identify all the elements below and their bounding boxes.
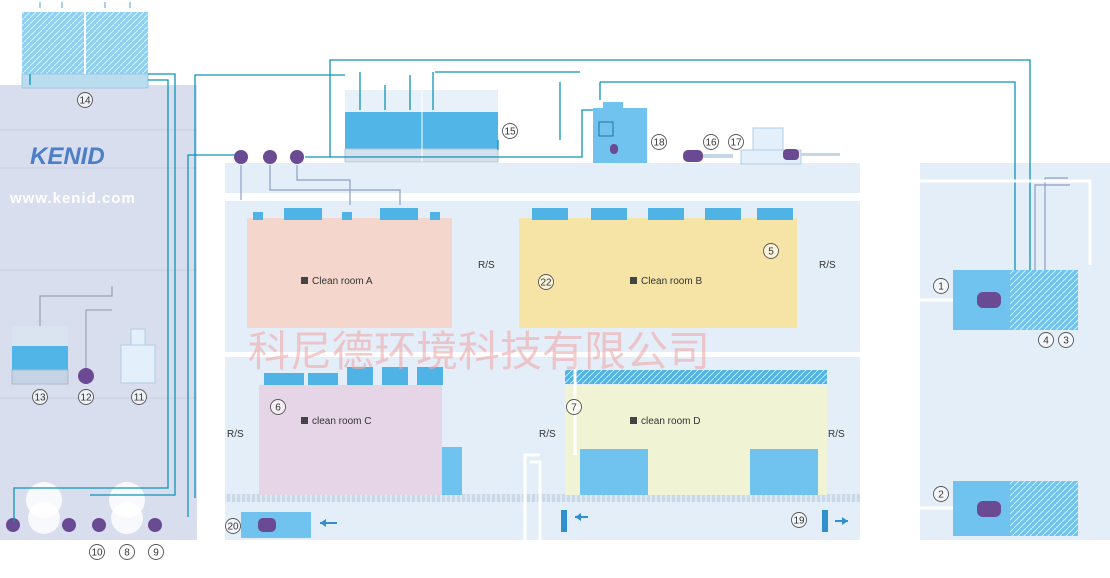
marker-circle-15	[502, 123, 518, 139]
marker-circle-19	[791, 512, 807, 528]
room-c-text: clean room C	[312, 416, 371, 427]
marker-circle-2	[933, 486, 949, 502]
room-c-label: clean room C	[301, 416, 371, 427]
pump-row-top	[234, 150, 304, 164]
marker-circle-13	[32, 389, 48, 405]
ffu-row-d	[565, 370, 827, 384]
marker-label-17: 17	[730, 138, 742, 149]
fan-19	[561, 510, 848, 532]
ahu-2	[953, 481, 1078, 536]
marker-label-19: 19	[793, 516, 805, 527]
room-d-label: clean room D	[630, 416, 700, 427]
marker-label-13: 13	[34, 393, 46, 404]
marker-circle-7	[566, 399, 582, 415]
boiler-group	[6, 482, 162, 534]
marker-label-6: 6	[275, 403, 281, 414]
supply-duct-main	[225, 193, 860, 201]
marker-circle-18	[651, 134, 667, 150]
marker-label-8: 8	[124, 548, 130, 559]
marker-circle-6	[270, 399, 286, 415]
exhaust-unit-20	[241, 512, 337, 538]
piping	[13, 59, 1031, 522]
marker-label-3: 3	[1063, 336, 1069, 347]
room-a-text: Clean room A	[312, 276, 373, 287]
ffu-row-c	[264, 367, 443, 385]
clean-room-c	[259, 385, 442, 495]
pump-12	[78, 309, 112, 384]
marker-label-1: 1	[938, 282, 944, 293]
clean-room-b	[519, 218, 797, 328]
marker-circle-14	[77, 92, 93, 108]
marker-circle-20	[225, 518, 241, 534]
marker-circle-8	[119, 544, 135, 560]
marker-circle-22	[538, 274, 554, 290]
rs-label-ab: R/S	[478, 260, 495, 271]
rs-label-b: R/S	[819, 260, 836, 271]
marker-circle-17	[728, 134, 744, 150]
watermark-text: 科尼德环境科技有限公司	[248, 328, 710, 375]
marker-label-15: 15	[504, 127, 516, 138]
air-unit-d-right	[750, 449, 818, 495]
tower-17	[740, 127, 840, 165]
rs-label-d-right: R/S	[828, 429, 845, 440]
left-plant-panel	[0, 85, 197, 540]
return-unit-c	[442, 447, 462, 495]
marker-label-20: 20	[227, 522, 239, 533]
marker-label-14: 14	[79, 96, 91, 107]
tank-13	[11, 286, 113, 385]
ffu-row-b	[532, 208, 793, 220]
marker-label-12: 12	[80, 393, 92, 404]
website-text: www.kenid.com	[9, 190, 136, 207]
marker-label-18: 18	[653, 138, 665, 149]
marker-circle-1	[933, 278, 949, 294]
air-unit-d-left	[580, 449, 648, 495]
room-a-label: Clean room A	[301, 276, 373, 287]
clean-room-a	[247, 218, 452, 328]
room-b-label: Clean room B	[630, 276, 702, 287]
tank-11	[120, 328, 156, 384]
rs-label-d-left: R/S	[539, 429, 556, 440]
marker-circle-12	[78, 389, 94, 405]
ahu-1	[953, 270, 1078, 330]
tank-15	[344, 90, 499, 163]
marker-circle-5	[763, 243, 779, 259]
marker-label-16: 16	[705, 138, 717, 149]
marker-label-7: 7	[571, 403, 577, 414]
marker-label-11: 11	[134, 393, 145, 404]
marker-circle-3	[1058, 332, 1074, 348]
rs-label-c: R/S	[227, 429, 244, 440]
kenid-logo: KENID www.kenid.com	[9, 143, 136, 207]
marker-label-2: 2	[938, 490, 944, 501]
marker-circle-10	[89, 544, 105, 560]
room-d-text: clean room D	[641, 416, 700, 427]
fan-16	[683, 150, 733, 162]
marker-circle-16	[703, 134, 719, 150]
cooling-tower-14	[21, 2, 149, 89]
marker-label-4: 4	[1043, 336, 1049, 347]
logo-text: KENID	[30, 143, 105, 170]
chiller-18	[593, 102, 647, 163]
marker-circle-11	[131, 389, 147, 405]
ffu-row-a	[253, 208, 440, 220]
marker-circle-4	[1038, 332, 1054, 348]
return-piping	[240, 165, 1070, 270]
room-b-text: Clean room B	[641, 276, 702, 287]
marker-circle-9	[148, 544, 164, 560]
marker-label-9: 9	[153, 548, 159, 559]
marker-label-22: 22	[540, 278, 552, 289]
marker-label-10: 10	[91, 548, 103, 559]
marker-label-5: 5	[768, 247, 774, 258]
